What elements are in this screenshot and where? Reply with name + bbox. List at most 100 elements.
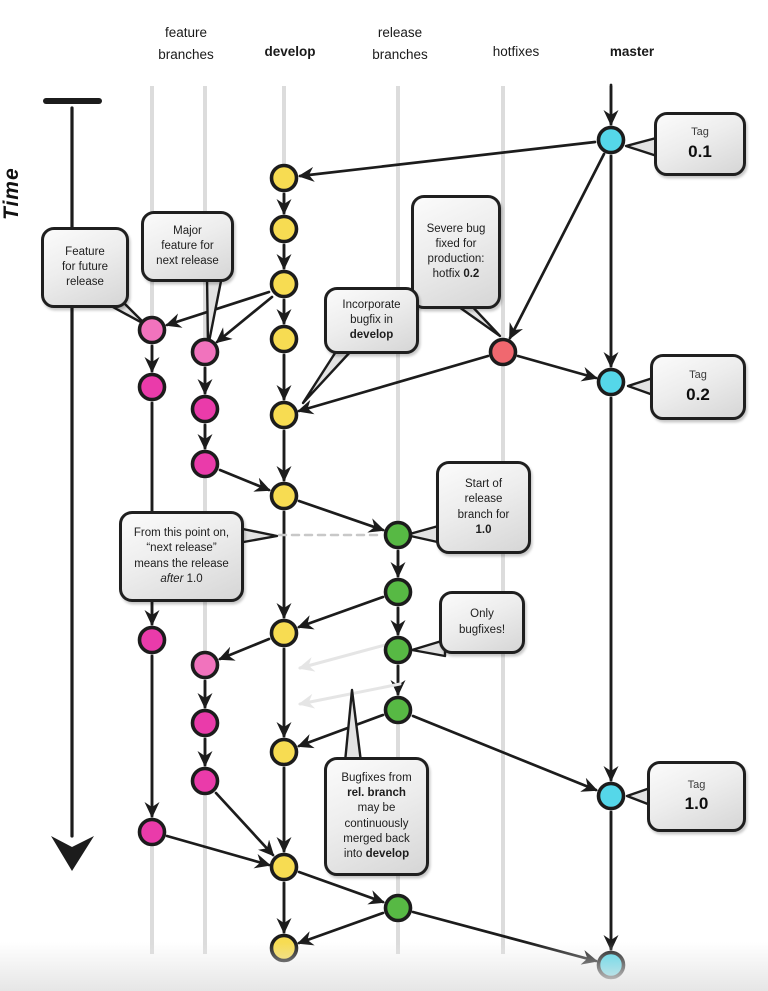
callout-text-line: merged back bbox=[343, 832, 410, 845]
commit-release bbox=[383, 635, 413, 665]
callout-text-line: next release bbox=[156, 255, 219, 268]
commit-arrow bbox=[297, 870, 385, 905]
commit-arrow bbox=[218, 468, 271, 492]
commit-feature bbox=[190, 449, 220, 479]
commit-release bbox=[383, 577, 413, 607]
callout-text-line: Only bbox=[470, 608, 494, 621]
commit-feature bbox=[190, 708, 220, 738]
column-header-hotfixes: hotfixes bbox=[492, 44, 540, 59]
commit-feature bbox=[137, 372, 167, 402]
callout-tail-major-feature bbox=[205, 274, 224, 349]
commit-develop bbox=[269, 618, 299, 648]
callout-text-line: into develop bbox=[343, 847, 410, 860]
callout-text-line: bugfixes! bbox=[458, 623, 506, 636]
commit-feature bbox=[137, 315, 167, 345]
merge-arrow-faded bbox=[298, 639, 402, 672]
commit-arrow bbox=[516, 354, 598, 382]
callout-text-line: branch for bbox=[457, 508, 510, 521]
commit-feature bbox=[190, 337, 220, 367]
callout-text-line: rel. branch bbox=[347, 787, 406, 800]
commit-master bbox=[596, 781, 626, 811]
commit-release bbox=[383, 893, 413, 923]
tag-version: 1.0 bbox=[684, 794, 709, 814]
commit-arrow bbox=[165, 290, 271, 328]
callout-text-line: Feature bbox=[65, 245, 105, 258]
callout-bugfixes-merged-back: Bugfixes from rel. branch may be continuous… bbox=[324, 757, 429, 876]
commit-feature bbox=[190, 766, 220, 796]
commit-develop bbox=[269, 400, 299, 430]
column-header-release-branches: release branches bbox=[372, 25, 428, 63]
commit-arrow bbox=[298, 140, 597, 182]
commit-arrow bbox=[411, 714, 598, 792]
callout-text-line: means the release bbox=[134, 557, 229, 570]
tag-version: 0.1 bbox=[688, 141, 712, 161]
commit-arrow bbox=[508, 152, 606, 340]
commit-arrow bbox=[215, 295, 274, 344]
commit-feature bbox=[190, 650, 220, 680]
commit-develop bbox=[269, 214, 299, 244]
callout-tail-bugfixes-merged-back bbox=[343, 688, 363, 764]
callout-only-bugfixes: Only bugfixes! bbox=[439, 591, 525, 654]
callout-text-line: fixed for bbox=[435, 237, 477, 250]
callout-feature-for-future: Feature for future release bbox=[41, 227, 129, 308]
callout-text-line: continuously bbox=[344, 817, 409, 830]
callout-text-line: bugfix in bbox=[350, 313, 393, 326]
callout-text-line: From this point on, bbox=[133, 527, 230, 540]
commit-develop bbox=[269, 324, 299, 354]
commit-release bbox=[383, 695, 413, 725]
callout-text-line: develop bbox=[349, 329, 394, 342]
commit-arrow bbox=[297, 354, 490, 415]
callout-text-line: for future bbox=[61, 260, 109, 273]
commit-develop bbox=[269, 852, 299, 882]
commit-develop bbox=[269, 737, 299, 767]
merge-arrow-faded bbox=[298, 682, 402, 709]
commit-release bbox=[383, 520, 413, 550]
callout-text-line: Incorporate bbox=[342, 298, 401, 311]
commit-hotfix bbox=[488, 337, 518, 367]
commit-arrow bbox=[297, 911, 385, 946]
column-header-feature-branches: feature branches bbox=[158, 25, 214, 63]
callout-incorporate-bugfix: Incorporate bugfix in develop bbox=[324, 287, 419, 354]
commit-master bbox=[596, 367, 626, 397]
callout-tag-0-1: Tag 0.1 bbox=[654, 112, 746, 176]
commit-arrow bbox=[297, 713, 385, 749]
callout-text-line: release bbox=[66, 276, 104, 289]
callout-text-line: 1.0 bbox=[475, 523, 492, 536]
callout-text-line: Severe bug bbox=[426, 222, 486, 235]
callout-start-release: Start of release branch for 1.0 bbox=[436, 461, 531, 554]
page-bottom-fade bbox=[0, 942, 768, 991]
commit-arrow bbox=[297, 595, 385, 630]
time-label: Time bbox=[0, 167, 23, 220]
commit-feature bbox=[137, 817, 167, 847]
callout-text-line: production: bbox=[427, 253, 485, 265]
commit-arrow bbox=[297, 499, 385, 533]
callout-from-this-point: From this point on, “next release” means t… bbox=[119, 511, 244, 602]
callout-text-line: Major bbox=[173, 224, 202, 237]
commit-arrow bbox=[214, 791, 275, 857]
tag-label: Tag bbox=[691, 126, 709, 139]
callout-text-line: “next release” bbox=[146, 542, 217, 555]
callout-text-line: feature for bbox=[161, 239, 214, 252]
commit-master bbox=[596, 125, 626, 155]
commit-feature bbox=[137, 625, 167, 655]
commit-arrow bbox=[218, 637, 271, 661]
commit-feature bbox=[190, 394, 220, 424]
tag-version: 0.2 bbox=[686, 384, 710, 404]
commit-develop bbox=[269, 269, 299, 299]
tag-label: Tag bbox=[687, 778, 706, 791]
callout-tail-incorporate-bugfix bbox=[301, 348, 354, 405]
callout-text-line: Start of bbox=[464, 478, 503, 491]
callout-text-line: release bbox=[464, 493, 503, 506]
callout-text-line: may be bbox=[357, 802, 396, 815]
callout-severe-bug: Severe bug fixed for production: hotfix 0.2 bbox=[411, 195, 501, 309]
callout-text-line: Bugfixes from bbox=[341, 771, 412, 784]
callout-tag-1-0: Tag 1.0 bbox=[647, 761, 746, 832]
callout-text-line: hotfix 0.2 bbox=[432, 268, 480, 281]
column-header-master: master bbox=[609, 44, 655, 59]
callout-major-feature: Major feature for next release bbox=[141, 211, 234, 282]
tag-label: Tag bbox=[689, 369, 707, 382]
time-arrowhead bbox=[51, 836, 94, 871]
commit-develop bbox=[269, 481, 299, 511]
